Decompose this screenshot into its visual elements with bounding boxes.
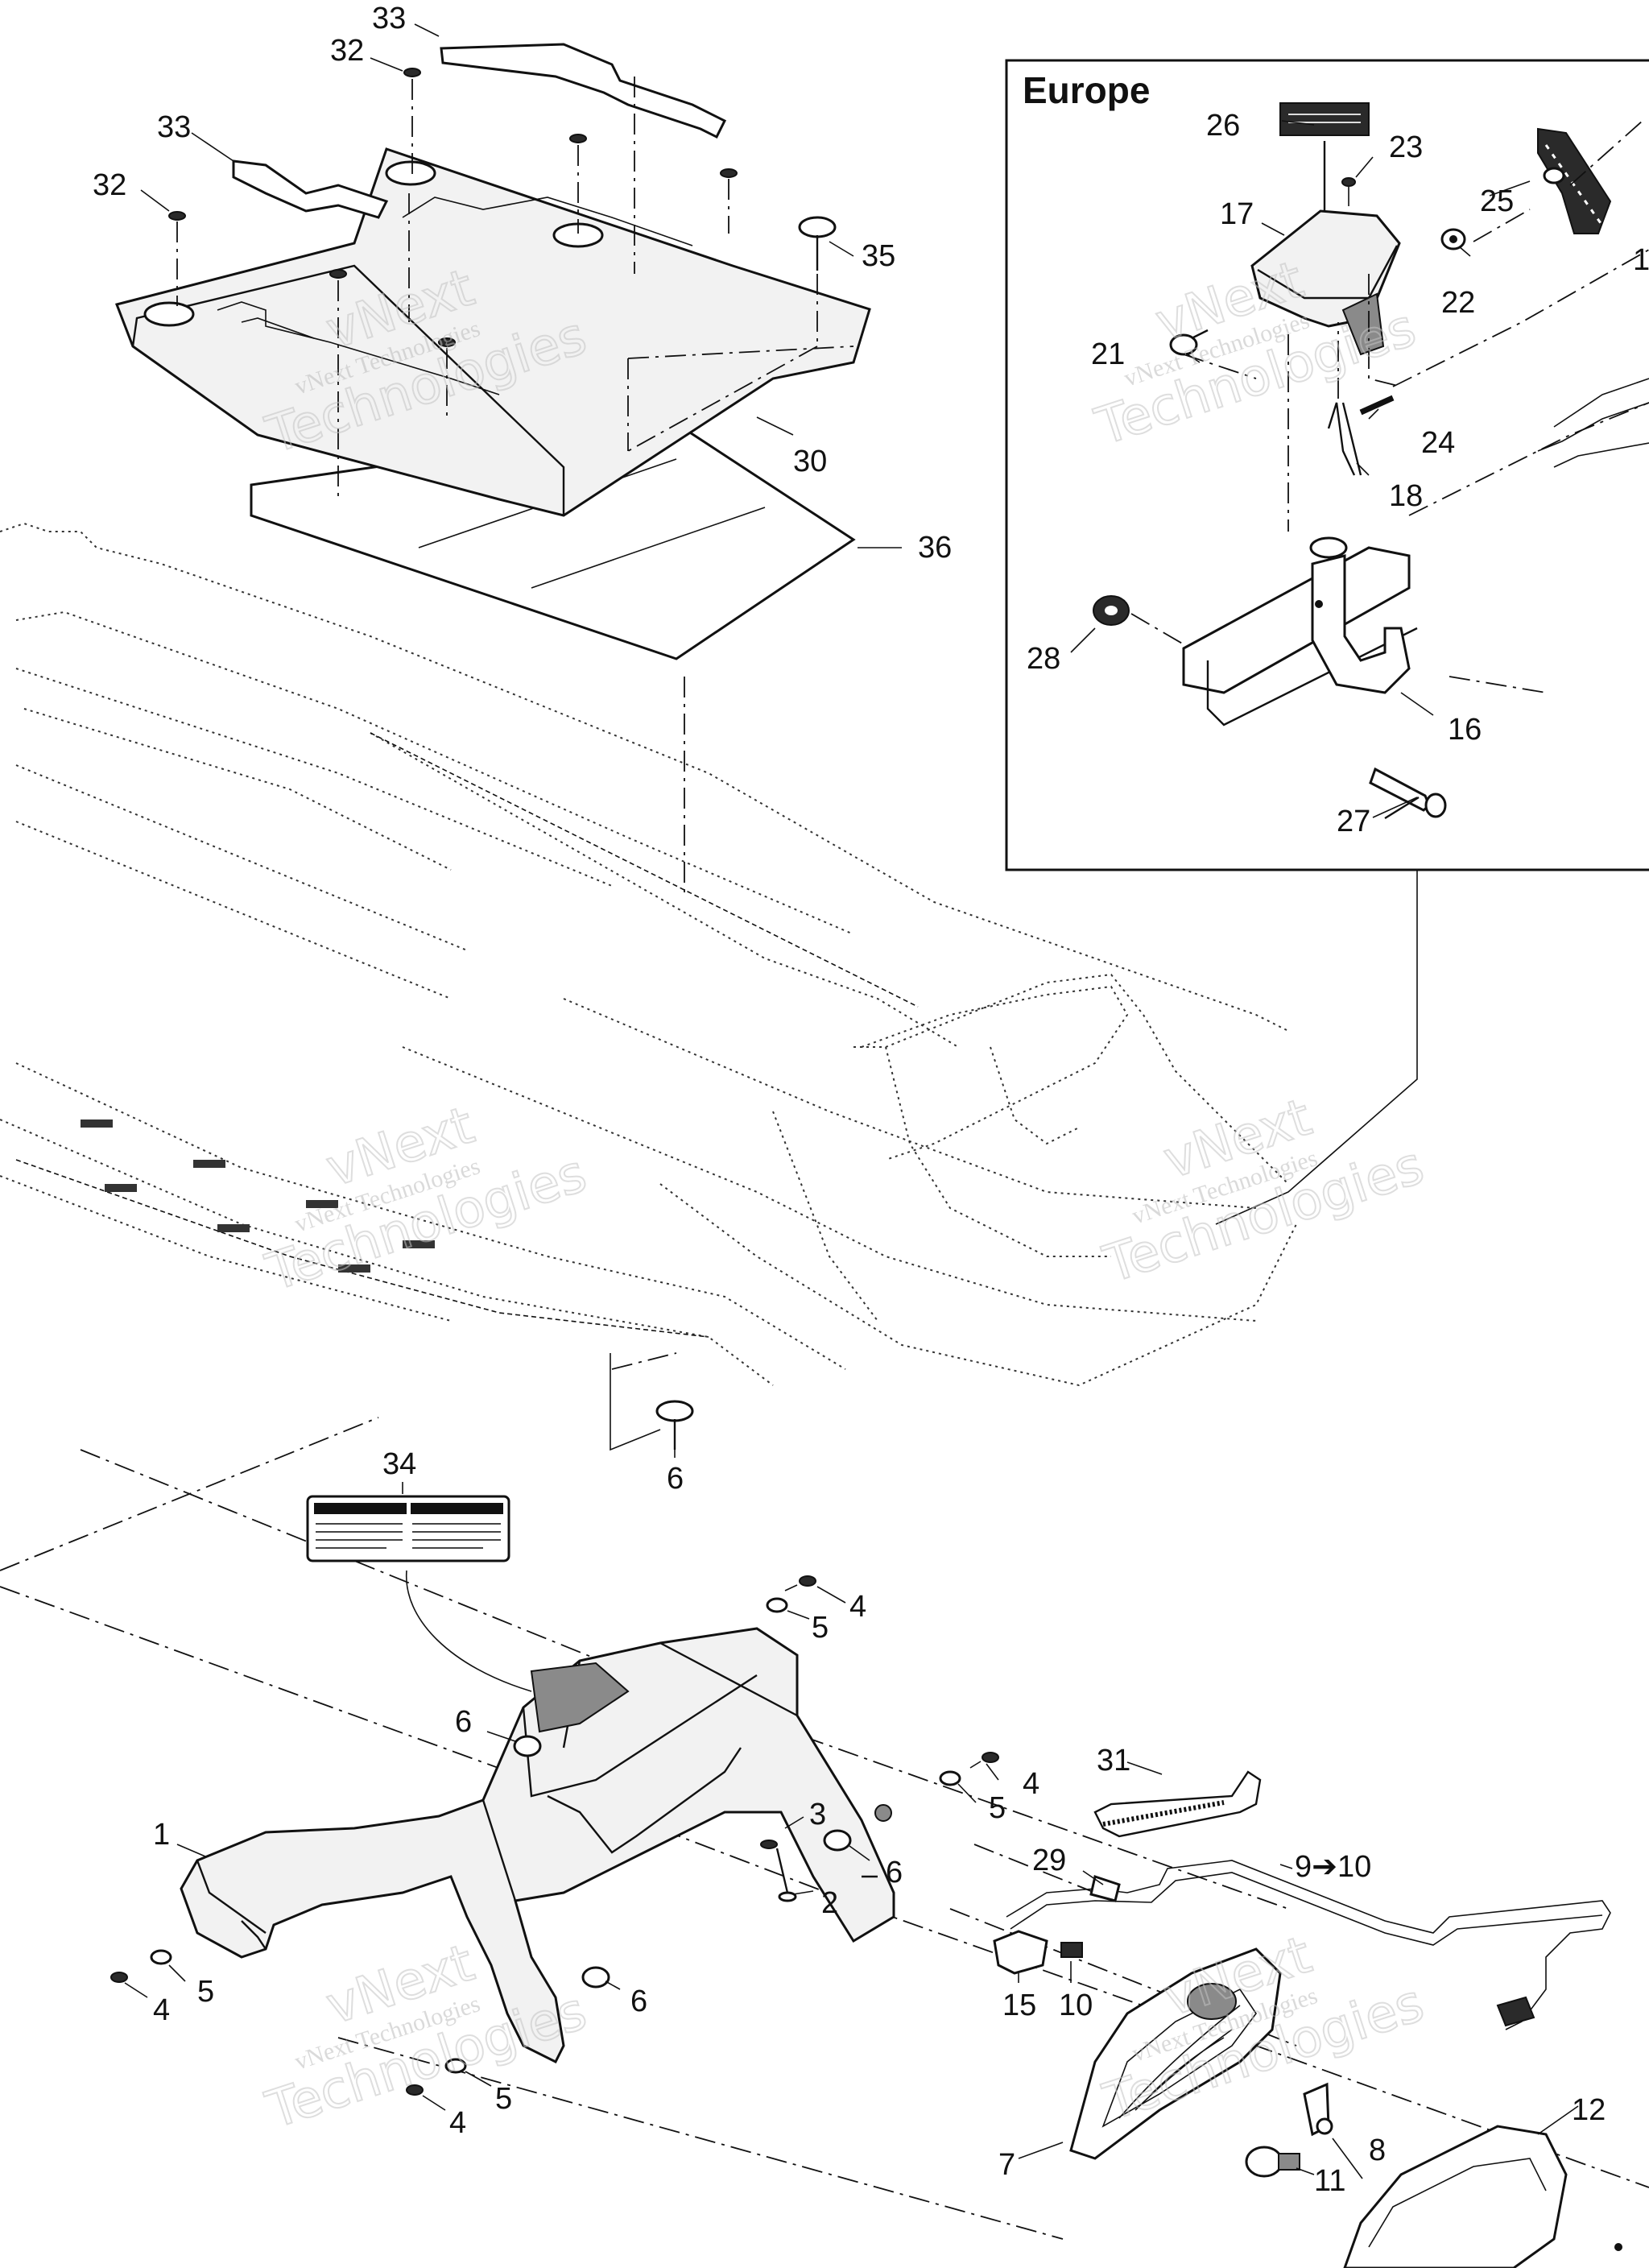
screw-32	[168, 68, 738, 347]
watermark-4: vNext vNext Technologies Technologies	[1096, 1086, 1432, 1296]
clip-18	[1327, 402, 1362, 476]
callout-8: 8	[1369, 2133, 1386, 2167]
bolt-6-tunnel	[655, 1400, 694, 1450]
callout-17: 17	[1220, 197, 1254, 231]
bolt-6	[513, 1735, 852, 1989]
inset-title: Europe	[1023, 69, 1150, 111]
hook-16	[1311, 554, 1411, 694]
callout-5: 5	[812, 1611, 829, 1645]
track-rail	[15, 732, 919, 1338]
callout-3: 3	[809, 1798, 826, 1831]
callout-4: 4	[1023, 1767, 1039, 1801]
decal-34	[306, 1495, 510, 1562]
callout-18: 18	[1389, 479, 1423, 513]
bracket-33-upper	[440, 43, 727, 139]
callout-10: 10	[1059, 1989, 1093, 2022]
callout-35: 35	[862, 239, 895, 273]
callout-4: 4	[849, 1590, 866, 1624]
callout-33: 33	[157, 110, 191, 144]
inset-frame	[1005, 59, 1649, 871]
rack-plate-assembly	[114, 43, 871, 894]
watermark-5: vNext vNext Technologies Technologies	[258, 1932, 594, 2142]
callout-32: 32	[93, 168, 126, 202]
callout-31: 31	[1097, 1744, 1130, 1778]
callout-7: 7	[998, 2148, 1015, 2182]
callout-4: 4	[449, 2106, 466, 2140]
callout-5: 5	[989, 1791, 1006, 1825]
callout-25: 25	[1480, 184, 1514, 218]
callout-1-inset: 1	[1633, 243, 1649, 277]
callouts: 33 32 33 32 35 30 36 26 23 17 25 1 22 21…	[93, 2, 1649, 2198]
washer-5	[150, 1597, 961, 2074]
callout-22: 22	[1441, 286, 1475, 320]
callout-16: 16	[1448, 713, 1482, 747]
callout-21: 21	[1091, 337, 1125, 371]
callout-4: 4	[153, 1993, 170, 2027]
cable-31	[1093, 1770, 1262, 1838]
callout-6: 6	[886, 1856, 903, 1889]
callout-9-10: 9➔10	[1295, 1850, 1371, 1884]
leader-lines	[124, 23, 1579, 2179]
callout-29: 29	[1032, 1844, 1066, 1877]
callout-15: 15	[1002, 1989, 1036, 2022]
callout-27: 27	[1337, 805, 1370, 838]
callout-36: 36	[918, 531, 952, 565]
callout-6: 6	[667, 1462, 684, 1496]
callout-1: 1	[153, 1818, 170, 1852]
callout-12: 12	[1572, 2093, 1606, 2127]
grab-handle-assembly	[110, 1495, 1622, 2268]
bolt-35	[798, 216, 837, 271]
callout-11: 11	[1314, 2164, 1345, 2198]
screw-4	[110, 1575, 999, 2096]
connector-10	[1060, 1942, 1083, 1958]
socket-15	[993, 1930, 1048, 1975]
callout-34: 34	[382, 1447, 416, 1481]
callout-30: 30	[793, 445, 827, 478]
callout-24: 24	[1421, 426, 1455, 460]
europe-inset: Europe	[1005, 59, 1649, 1225]
callout-2: 2	[821, 1886, 838, 1920]
bracket-33-lower	[232, 159, 389, 219]
callout-33: 33	[372, 2, 406, 35]
callout-28: 28	[1027, 642, 1060, 676]
tunnel-phantom	[0, 522, 1297, 1451]
wiring-harness	[1006, 1860, 1611, 2030]
label-26	[1279, 102, 1370, 136]
callout-32: 32	[330, 34, 364, 68]
callout-5: 5	[197, 1975, 214, 2009]
watermark-3: vNext vNext Technologies Technologies	[258, 1095, 594, 1304]
callout-5: 5	[495, 2082, 512, 2116]
grab-handle-1	[180, 1627, 895, 2064]
callout-26: 26	[1206, 109, 1240, 143]
callout-6: 6	[455, 1705, 472, 1739]
callout-6: 6	[630, 1984, 647, 2018]
rack-plate-30	[114, 147, 871, 517]
callout-23: 23	[1389, 130, 1423, 164]
